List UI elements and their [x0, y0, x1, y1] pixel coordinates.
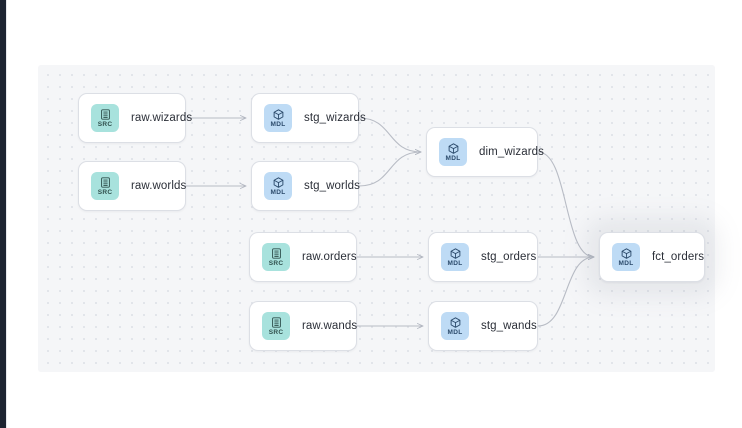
node-type-badge: SRC — [262, 312, 290, 340]
node-label: dim_wizards — [479, 146, 545, 158]
lineage-node-raw-wizards[interactable]: SRC raw.wizards — [78, 93, 192, 143]
lineage-canvas[interactable] — [38, 65, 715, 372]
lineage-node-raw-worlds[interactable]: SRC raw.worlds — [78, 161, 186, 211]
node-type-badge: MDL — [264, 172, 292, 200]
database-stack-icon — [270, 316, 283, 329]
node-type-badge: SRC — [91, 172, 119, 200]
node-type-badge: SRC — [262, 243, 290, 271]
lineage-node-raw-orders[interactable]: SRC raw.orders — [249, 232, 357, 282]
node-label: stg_wands — [481, 320, 537, 332]
lineage-node-stg-orders[interactable]: MDL stg_orders — [428, 232, 538, 282]
node-type-badge: MDL — [441, 243, 469, 271]
node-type-label: SRC — [268, 260, 284, 267]
cube-icon — [272, 108, 285, 121]
node-label: raw.wands — [302, 320, 358, 332]
app-sidebar-divider — [6, 0, 7, 428]
cube-icon — [449, 316, 462, 329]
cube-icon — [272, 176, 285, 189]
lineage-node-raw-wands[interactable]: SRC raw.wands — [249, 301, 357, 351]
lineage-node-stg-wizards[interactable]: MDL stg_wizards — [251, 93, 366, 143]
database-stack-icon — [270, 247, 283, 260]
node-label: raw.worlds — [131, 180, 187, 192]
node-type-label: MDL — [270, 189, 286, 196]
node-type-label: SRC — [268, 329, 284, 336]
node-type-label: MDL — [618, 260, 634, 267]
lineage-node-stg-wands[interactable]: MDL stg_wands — [428, 301, 538, 351]
node-type-label: MDL — [447, 260, 463, 267]
node-label: stg_wizards — [304, 112, 366, 124]
lineage-node-stg-worlds[interactable]: MDL stg_worlds — [251, 161, 360, 211]
node-label: raw.wizards — [131, 112, 193, 124]
node-label: fct_orders — [652, 251, 705, 263]
cube-icon — [447, 142, 460, 155]
node-type-badge: MDL — [439, 138, 467, 166]
cube-icon — [620, 247, 633, 260]
cube-icon — [449, 247, 462, 260]
app-sidebar-rail — [0, 0, 6, 428]
node-label: stg_orders — [481, 251, 537, 263]
node-type-label: MDL — [270, 121, 286, 128]
node-label: stg_worlds — [304, 180, 360, 192]
node-type-label: SRC — [97, 121, 113, 128]
node-type-label: MDL — [447, 329, 463, 336]
database-stack-icon — [99, 108, 112, 121]
node-type-badge: MDL — [612, 243, 640, 271]
lineage-node-dim-wizards[interactable]: MDL dim_wizards — [426, 127, 544, 177]
lineage-node-fct-orders[interactable]: MDL fct_orders — [599, 232, 705, 282]
node-type-badge: MDL — [264, 104, 292, 132]
node-type-badge: SRC — [91, 104, 119, 132]
node-type-label: MDL — [445, 155, 461, 162]
node-type-badge: MDL — [441, 312, 469, 340]
node-type-label: SRC — [97, 189, 113, 196]
database-stack-icon — [99, 176, 112, 189]
node-label: raw.orders — [302, 251, 357, 263]
